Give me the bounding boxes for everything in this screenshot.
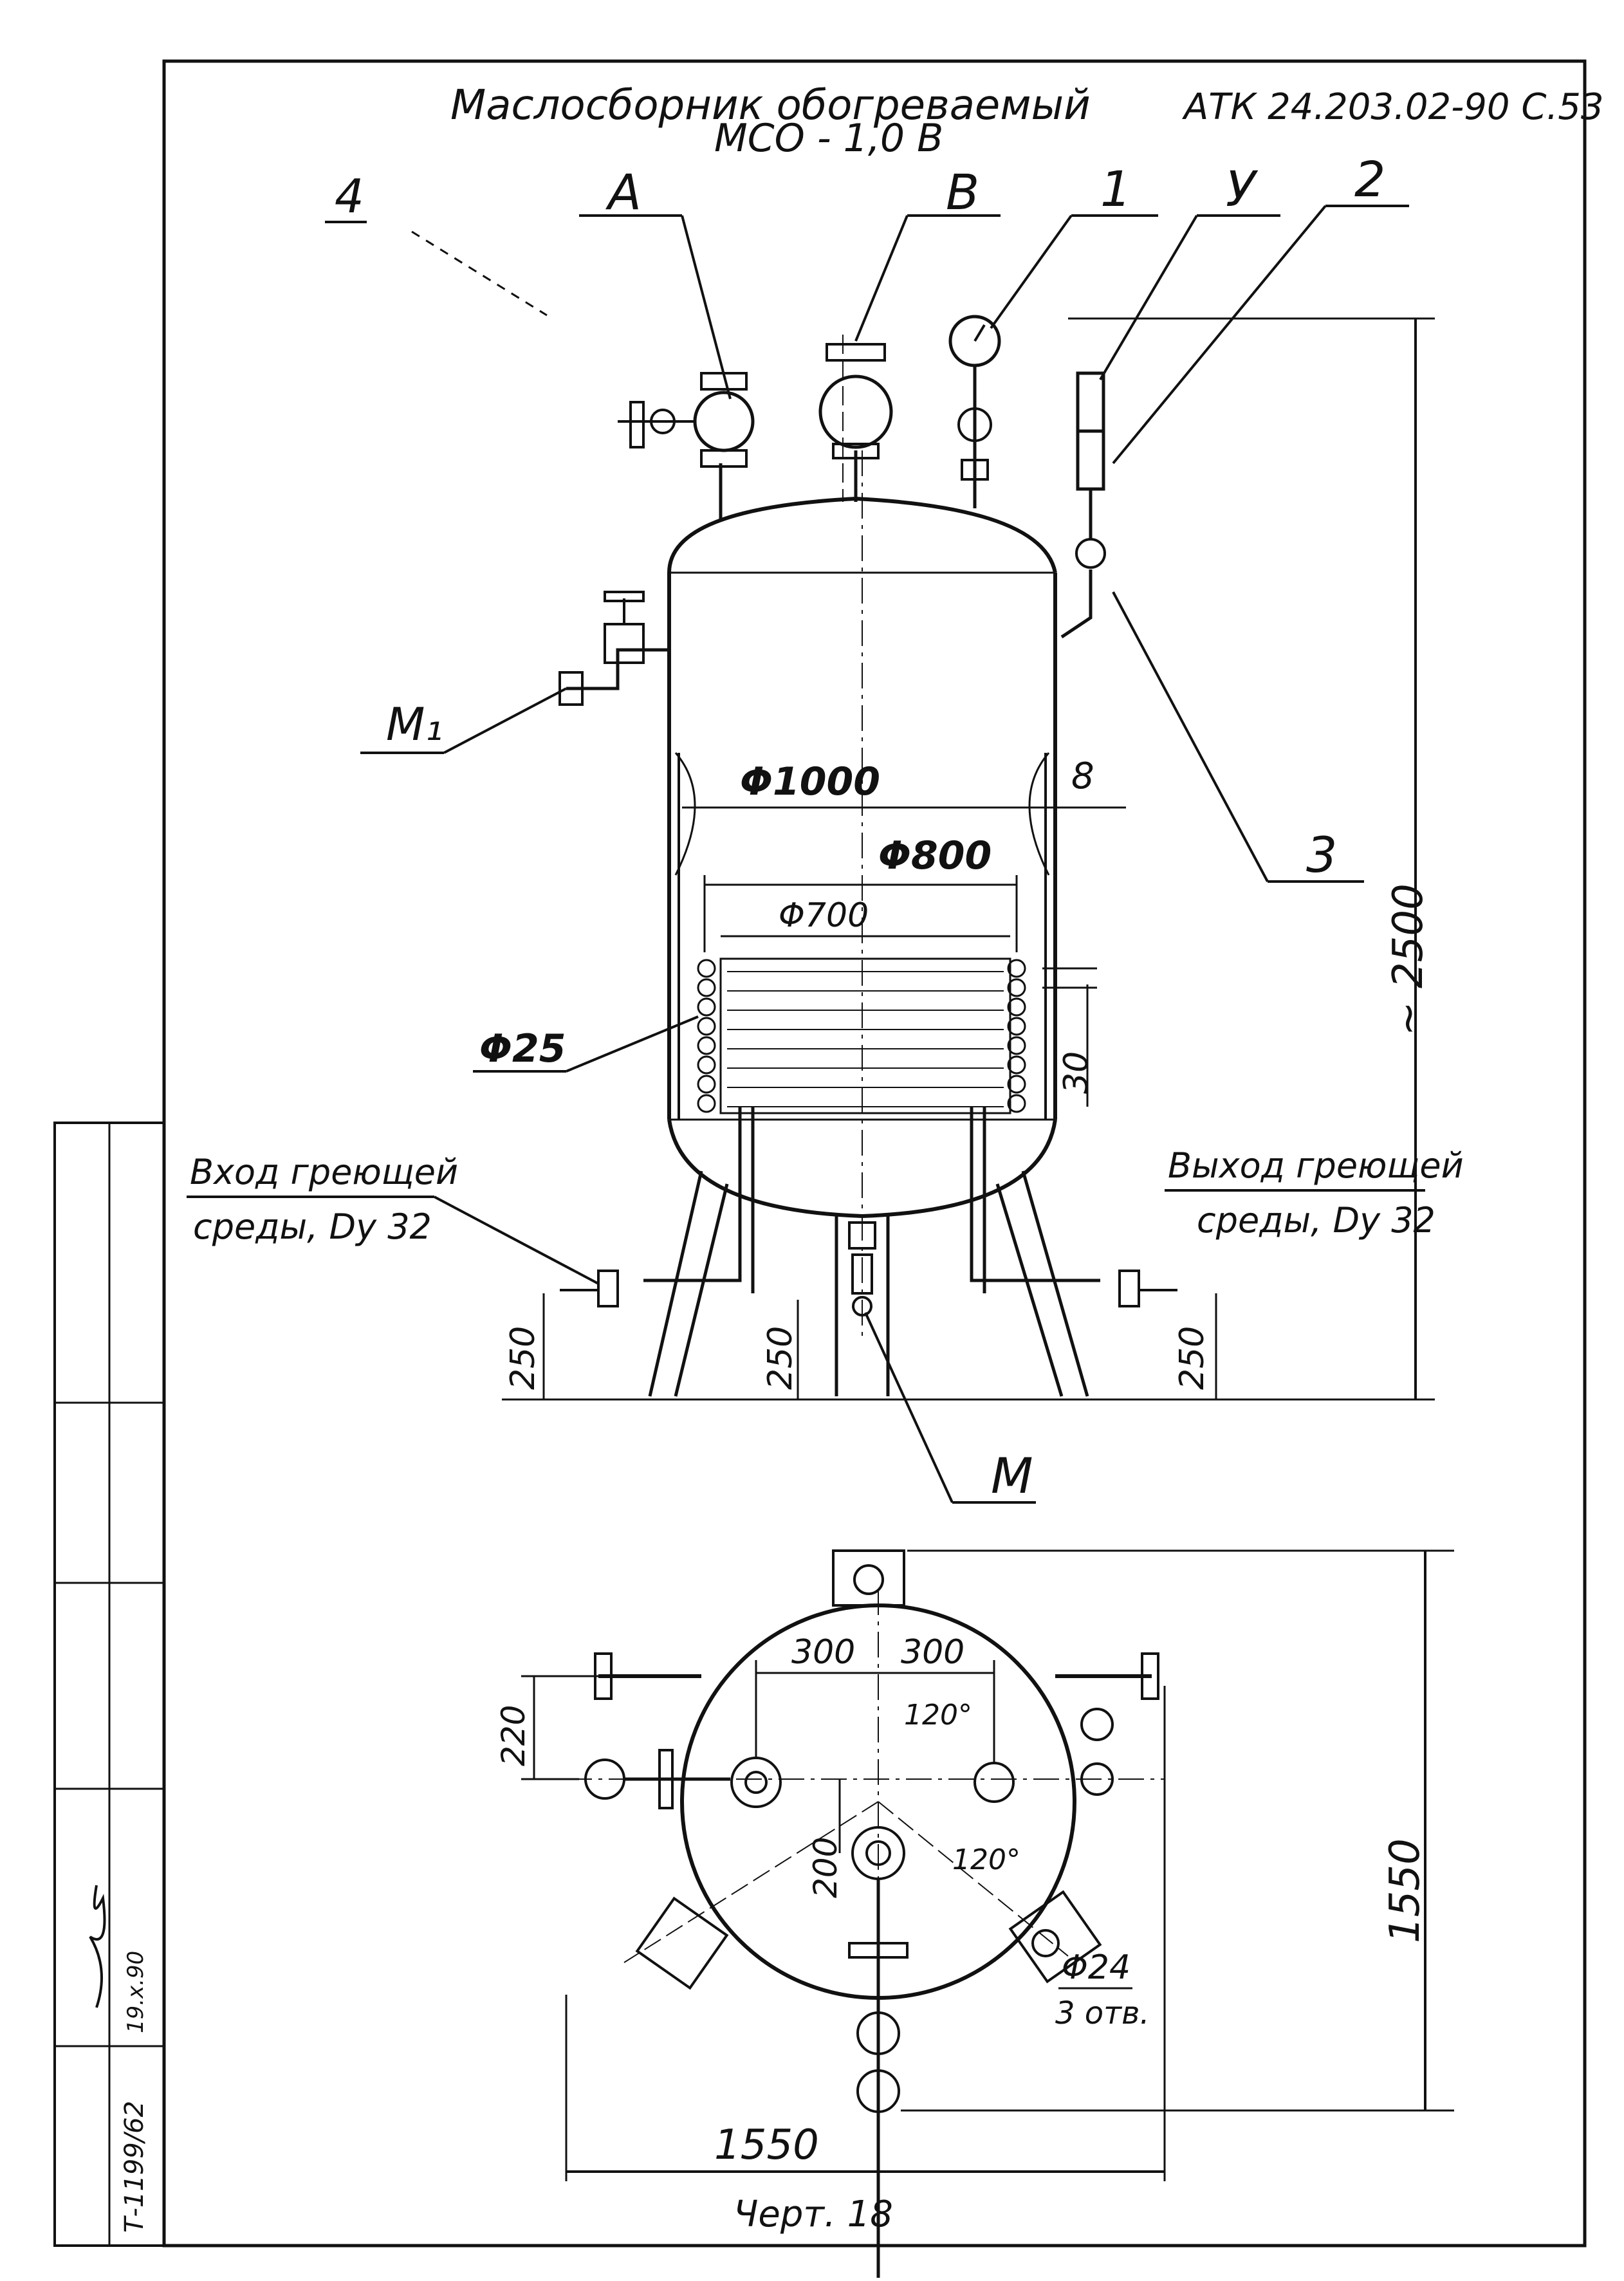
dim-d1000: Φ1000 — [740, 759, 880, 804]
title-line2: МСО - 1,0 В — [714, 116, 943, 161]
heating-media-notes: Вход греющей среды, Dу 32 Выход греющей … — [187, 1145, 1464, 1285]
dim-250-right: 250 — [1173, 1326, 1212, 1390]
valve-B — [818, 343, 893, 502]
pressure-gauge — [948, 315, 1001, 508]
dimensions-plan: 300 300 120° 120° 220 200 1550 1550 Φ24 … — [495, 1549, 1454, 2181]
callouts-top: 4 А В 1 У 2 — [325, 151, 1409, 465]
dim-250-left: 250 — [504, 1326, 542, 1390]
title-line1: Маслосборник обогреваемый — [450, 82, 1091, 129]
callouts-elevation: М₁ 3 М — [360, 591, 1364, 1504]
callout-2: 2 — [1354, 151, 1385, 208]
dim-d700: Φ700 — [779, 896, 869, 935]
dim-pitch: 30 — [1057, 1051, 1096, 1094]
outlet-flange — [1118, 1270, 1177, 1307]
inlet-note-1: Вход греющей — [190, 1152, 458, 1192]
dim-120-bottom: 120° — [952, 1843, 1020, 1876]
level-fitting — [1060, 371, 1106, 639]
callout-A: А — [605, 163, 641, 221]
vessel-plan — [566, 1549, 1165, 2278]
callout-B: В — [946, 163, 979, 221]
dim-d800: Φ800 — [878, 833, 992, 878]
inlet-flange — [560, 1270, 619, 1307]
dim-d25: Φ25 — [479, 1026, 566, 1071]
dim-height: ~ 2500 — [1385, 883, 1432, 1036]
stamp-date: 19.х.90 — [123, 1951, 149, 2033]
valve-A — [618, 372, 755, 521]
title-code: АТК 24.203.02-90 С.53 — [1182, 86, 1604, 128]
outlet-note-2: среды, Dу 32 — [1197, 1200, 1435, 1241]
dim-300-left: 300 — [791, 1633, 855, 1672]
dimensions-elevation: Φ1000 8 Φ800 Φ700 Φ25 30 ~ 2500 250 250 … — [473, 317, 1435, 1401]
callout-3: 3 — [1306, 826, 1337, 883]
side-stamp-strip: Т-1199/62 19.х.90 — [53, 1122, 165, 2247]
dim-holes-count: 3 отв. — [1055, 1995, 1150, 2031]
callout-U: У — [1226, 160, 1259, 217]
callout-M1: М₁ — [386, 698, 443, 751]
vessel-legs — [502, 1170, 1223, 1401]
dim-120-top: 120° — [904, 1699, 972, 1732]
drawing-number: Черт. 18 — [734, 2193, 893, 2235]
dim-wall: 8 — [1071, 755, 1094, 797]
vessel-elevation — [667, 335, 1057, 1338]
callout-M: М — [991, 1447, 1033, 1504]
side-valve-M1 — [558, 591, 669, 706]
drain-valve — [848, 1221, 876, 1316]
dim-220: 220 — [495, 1705, 532, 1766]
dim-1550-vertical: 1550 — [1381, 1838, 1429, 1943]
dim-1550-horizontal: 1550 — [714, 2121, 819, 2169]
dim-holes-d24: Φ24 — [1062, 1948, 1130, 1987]
inlet-note-2: среды, Dу 32 — [193, 1206, 432, 1247]
dim-200: 200 — [807, 1837, 844, 1898]
stamp-signature — [89, 1885, 106, 2008]
dim-300-right: 300 — [901, 1633, 964, 1672]
callout-4: 4 — [335, 169, 364, 223]
outlet-note-1: Выход греющей — [1168, 1145, 1464, 1186]
dim-250-mid: 250 — [761, 1326, 800, 1390]
callout-1: 1 — [1100, 160, 1131, 217]
stamp-number: Т-1199/62 — [120, 2101, 149, 2233]
